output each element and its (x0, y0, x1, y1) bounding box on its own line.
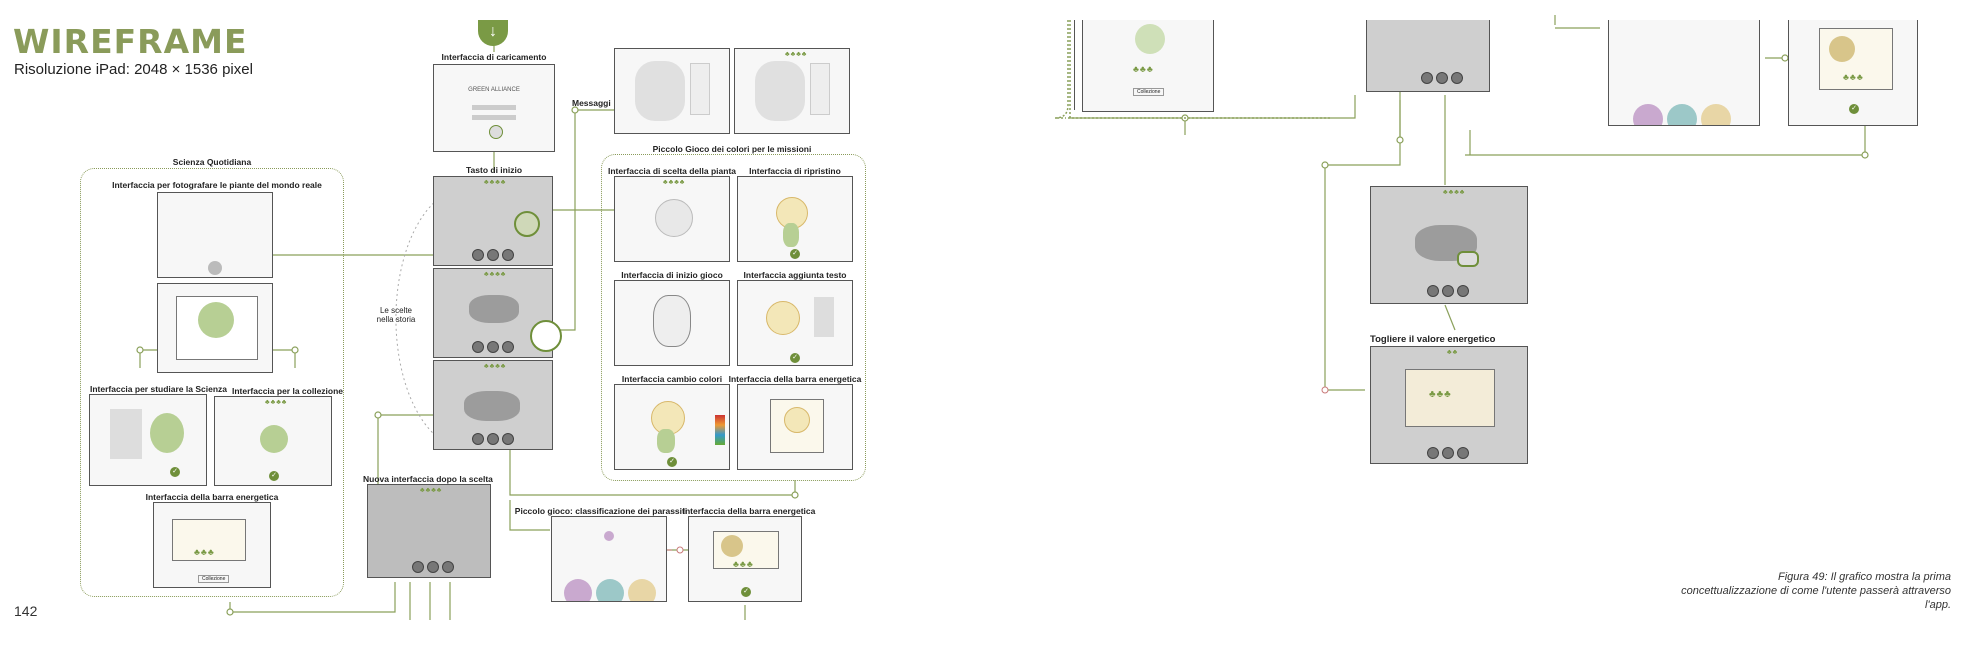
book-icon[interactable] (1436, 72, 1448, 84)
label-science-group: Scienza Quotidiana (172, 157, 252, 167)
screen-collection: ♣♣♣♣ ✓ (214, 396, 332, 486)
page-number: 142 (14, 603, 38, 619)
dialog-bubble (469, 295, 519, 323)
collection-button[interactable]: Collezione (198, 575, 230, 583)
label-energy-bar-left: Interfaccia della barra energetica (145, 492, 279, 502)
book-icon[interactable] (487, 433, 499, 445)
book-icon[interactable] (487, 249, 499, 261)
next-button[interactable] (1457, 251, 1479, 267)
dialog-bubble (464, 391, 520, 421)
screen-messages-2: ♣♣♣♣ (734, 48, 850, 134)
check-icon[interactable]: ✓ (741, 587, 751, 597)
screen-restore: ✓ (737, 176, 853, 262)
screen-energy-bar-game (737, 384, 853, 470)
screen-plant-choice: ♣♣♣♣ (614, 176, 730, 262)
group-colors (601, 154, 866, 481)
page-title: WIREFRAME (13, 22, 248, 61)
camera-icon[interactable] (1427, 447, 1439, 459)
label-restore: Interfaccia di ripristino (749, 166, 841, 176)
label-photo: Interfaccia per fotografare le piante de… (112, 180, 322, 190)
label-colors-group: Piccolo Gioco dei colori per le missioni (652, 144, 812, 154)
choice-highlight (530, 320, 562, 352)
camera-icon[interactable] (1427, 285, 1439, 297)
screen-right-energy: ♣♣♣ ✓ (1788, 20, 1918, 126)
label-messages: Messaggi (572, 98, 611, 108)
screen-story-dialog: ♣♣♣♣ (433, 360, 553, 450)
label-loading: Interfaccia di caricamento (441, 52, 547, 62)
label-energy-bar-game: Interfaccia della barra energetica (728, 374, 862, 384)
collection-icon[interactable] (442, 561, 454, 573)
screen-energy-bar-left: ♣♣♣ Collezione (153, 502, 271, 588)
label-collection: Interfaccia per la collezione (232, 386, 344, 396)
label-color-change: Interfaccia cambio colori (621, 374, 723, 384)
label-energy-bar-bottom: Interfaccia della barra energetica (682, 506, 816, 516)
check-icon[interactable]: ✓ (790, 249, 800, 259)
camera-icon[interactable] (472, 341, 484, 353)
screen-right-dialog: ♣♣♣♣ (1370, 186, 1528, 304)
hint-button[interactable] (514, 211, 540, 237)
collection-icon[interactable] (1457, 285, 1469, 297)
screen-plant-detail (157, 283, 273, 373)
label-plant-choice: Interfaccia di scelta della pianta (607, 166, 737, 176)
label-choices: Le scelte nella storia (376, 306, 416, 324)
collection-button[interactable]: Collezione (1133, 88, 1165, 96)
screen-start: ♣♣♣♣ (433, 176, 553, 266)
label-study: Interfaccia per studiare la Scienza (90, 384, 228, 394)
screen-right-parasites (1608, 20, 1760, 126)
book-icon[interactable] (1442, 447, 1454, 459)
label-game-start: Interfaccia di inizio gioco (621, 270, 723, 280)
screen-new-after-choice: ♣♣♣♣ (367, 484, 491, 578)
check-icon[interactable]: ✓ (170, 467, 180, 477)
leaf-icon (1135, 24, 1165, 54)
download-icon: ↓ (478, 20, 508, 46)
camera-icon[interactable] (412, 561, 424, 573)
label-remove-energy: Togliere il valore energetico (1370, 334, 1496, 345)
screen-messages-1 (614, 48, 730, 134)
label-new-after-choice: Nuova interfaccia dopo la scelta (363, 474, 493, 484)
collection-icon[interactable] (502, 433, 514, 445)
screen-right-collection: ♣♣♣ Collezione (1082, 20, 1214, 112)
camera-icon[interactable] (1421, 72, 1433, 84)
page-subtitle: Risoluzione iPad: 2048 × 1536 pixel (14, 61, 253, 78)
book-icon[interactable] (427, 561, 439, 573)
leaf-icon (150, 413, 184, 453)
check-icon[interactable]: ✓ (667, 457, 677, 467)
collection-icon[interactable] (1457, 447, 1469, 459)
screen-energy-bar-bottom: ♣♣♣ ✓ (688, 516, 802, 602)
screen-color-change: ✓ (614, 384, 730, 470)
screen-game-start (614, 280, 730, 366)
label-add-text: Interfaccia aggiunta testo (743, 270, 847, 280)
camera-icon[interactable] (472, 433, 484, 445)
book-icon[interactable] (487, 341, 499, 353)
group-science (80, 168, 344, 597)
screen-loading: GREEN ALLIANCE (433, 64, 555, 152)
screen-photo (157, 192, 273, 278)
screen-parasites (551, 516, 667, 602)
collection-icon[interactable] (502, 249, 514, 261)
leaf-icon (198, 302, 234, 338)
screen-right-remove-energy: ♣♣ ♣♣♣ (1370, 346, 1528, 464)
screen-right-story (1366, 20, 1490, 92)
screen-add-text: ✓ (737, 280, 853, 366)
camera-icon[interactable] (472, 249, 484, 261)
check-icon[interactable]: ✓ (790, 353, 800, 363)
collection-icon[interactable] (1451, 72, 1463, 84)
label-start: Tasto di inizio (465, 165, 523, 175)
screen-study: ✓ (89, 394, 207, 486)
shutter-button[interactable] (208, 261, 222, 275)
label-parasites: Piccolo gioco: classificazione dei paras… (514, 506, 688, 516)
figure-caption: Figura 49: Il grafico mostra la prima co… (1681, 571, 1951, 611)
leaf-icon (260, 425, 288, 453)
check-icon[interactable]: ✓ (269, 471, 279, 481)
check-icon[interactable]: ✓ (1849, 104, 1859, 114)
book-icon[interactable] (1442, 285, 1454, 297)
loading-logo-text: GREEN ALLIANCE (468, 87, 520, 93)
collection-icon[interactable] (502, 341, 514, 353)
start-loading-button[interactable] (489, 125, 503, 139)
